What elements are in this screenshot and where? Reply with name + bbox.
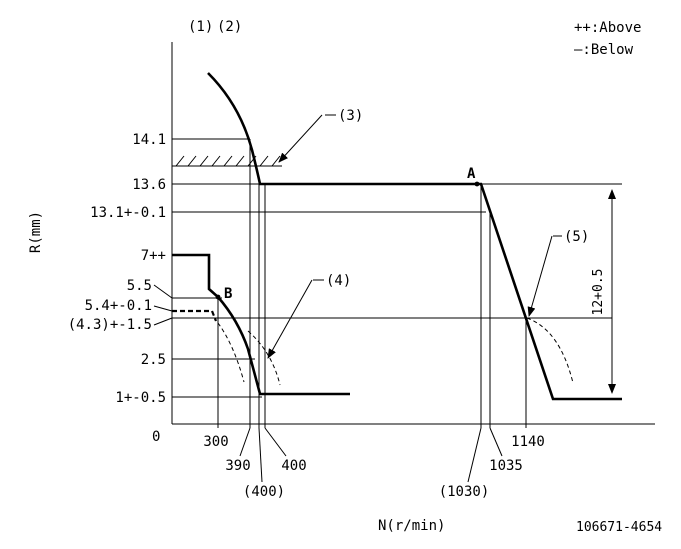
legend-above: ++:Above (574, 20, 641, 36)
axes (171, 42, 655, 425)
y-axis-label: R(mm) (28, 211, 44, 253)
y-tick-13-1: 13.1+-0.1 (90, 205, 166, 221)
leader-3 (278, 114, 323, 163)
callout-5: (5) (564, 229, 589, 245)
x-tick-1030: (1030) (439, 484, 490, 500)
characteristic-curves (172, 72, 622, 401)
y-tick-2-5: 2.5 (141, 352, 166, 368)
stroke-dimension-label: 12+0.5 (591, 269, 606, 316)
idle-curve (172, 253, 350, 396)
dash-fall-2 (247, 330, 281, 386)
pointer-5-4 (153, 305, 173, 312)
legend-below: —:Below (574, 42, 634, 58)
header-label-1: (1) (188, 19, 213, 35)
y-tick-5-5: 5.5 (127, 278, 152, 294)
full-load-curve (207, 72, 622, 401)
stopper-hatch (172, 155, 282, 167)
y-tick-7: 7++ (141, 248, 166, 264)
y-label-pointers (153, 284, 173, 326)
below-dash-curve (172, 309, 218, 322)
pointer-4-3 (153, 317, 173, 326)
vertical-reference-lines (217, 139, 527, 428)
dash-fall-3 (526, 317, 574, 384)
point-a-label: A (467, 166, 476, 182)
header-label-2: (2) (217, 19, 242, 35)
point-a-marker (474, 181, 480, 187)
pointer-5-5 (153, 284, 173, 299)
callout-4: (4) (326, 273, 351, 289)
drawing-number: 106671-4654 (576, 520, 662, 535)
leader-arrows (267, 114, 562, 359)
leader-4 (267, 279, 313, 359)
dash-fall-1 (217, 322, 245, 383)
horizontal-reference-lines (172, 138, 622, 398)
pointer-400a (264, 427, 287, 457)
point-b-marker (215, 294, 221, 300)
x-tick-labels: 300 390 400 (400) (1030) 1035 1140 (203, 434, 545, 500)
pointer-1030 (467, 427, 482, 483)
x-tick-1140: 1140 (511, 434, 545, 450)
stroke-dimension: 12+0.5 (591, 189, 616, 394)
x-tick-400b: (400) (243, 484, 285, 500)
x-label-pointers (239, 427, 503, 483)
leader-5 (527, 235, 553, 317)
pointer-390 (239, 427, 251, 457)
y-tick-5-4: 5.4+-0.1 (85, 298, 152, 314)
x-tick-300: 300 (203, 434, 228, 450)
x-tick-1035: 1035 (489, 458, 523, 474)
pointer-400b (258, 427, 263, 483)
x-tick-400a: 400 (281, 458, 306, 474)
hatch-marks (175, 155, 281, 167)
x-axis-label: N(r/min) (378, 518, 445, 534)
origin-label: 0 (152, 429, 160, 445)
y-tick-1: 1+-0.5 (115, 390, 166, 406)
callout-3: (3) (338, 108, 363, 124)
y-tick-4-3: (4.3)+-1.5 (68, 317, 152, 333)
x-tick-390: 390 (225, 458, 250, 474)
point-b-label: B (224, 286, 232, 302)
y-tick-13-6: 13.6 (132, 177, 166, 193)
y-tick-14-1: 14.1 (132, 132, 166, 148)
pointer-1035 (489, 427, 503, 457)
y-tick-labels: 14.1 13.6 13.1+-0.1 7++ 5.5 5.4+-0.1 (4.… (68, 132, 166, 406)
point-markers (215, 181, 480, 300)
